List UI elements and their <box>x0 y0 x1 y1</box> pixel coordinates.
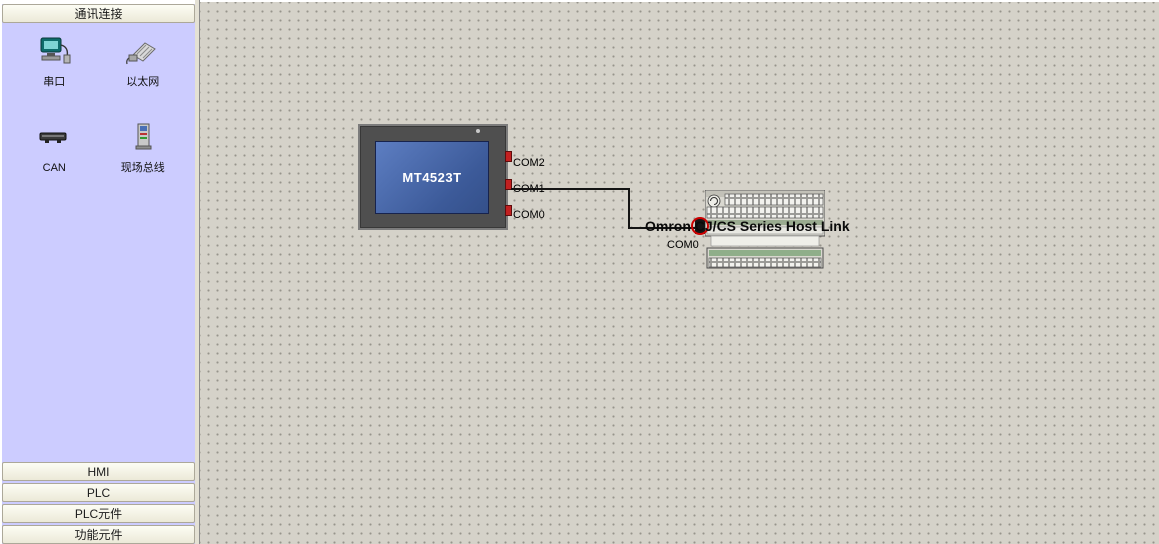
design-canvas[interactable]: MT4523T COM2 COM1 COM0 <box>200 2 1159 544</box>
section-header-communication[interactable]: 通讯连接 <box>2 4 195 23</box>
section-plc-parts-label: PLC元件 <box>74 507 123 521</box>
hmi-com0-label: COM0 <box>513 209 545 221</box>
plc-device[interactable] <box>704 189 826 270</box>
tool-can[interactable]: CAN <box>23 121 85 175</box>
section-hmi-label: HMI <box>87 464 110 479</box>
tool-ethernet-label: 以太网 <box>126 76 160 88</box>
hmi-com0-port[interactable] <box>505 205 512 216</box>
section-header-hmi[interactable]: HMI <box>2 462 195 481</box>
tool-serial-port[interactable]: 串口 <box>23 35 85 89</box>
tool-palette: 串口 以太网 <box>2 23 195 462</box>
tool-fieldbus-label: 现场总线 <box>120 162 165 175</box>
tool-fieldbus[interactable]: 现场总线 <box>112 121 174 175</box>
hmi-model-label: MT4523T <box>402 170 462 185</box>
hmi-com2-label: COM2 <box>513 157 545 169</box>
plc-driver-label: Omron CJ/CS Series Host Link <box>645 218 850 234</box>
plc-com0-label: COM0 <box>667 239 699 251</box>
hmi-device[interactable]: MT4523T <box>358 124 512 230</box>
fieldbus-icon <box>125 121 161 158</box>
hmi-com1-port[interactable] <box>505 179 512 190</box>
ethernet-icon <box>125 35 161 72</box>
section-function-parts-label: 功能元件 <box>74 528 123 542</box>
hmi-com2-port[interactable] <box>505 151 512 162</box>
tool-serial-port-label: 串口 <box>43 76 66 88</box>
connection-highlight-circle <box>691 217 709 235</box>
plc-rack-drawing <box>704 189 826 269</box>
serial-port-icon <box>36 35 72 72</box>
section-plc-label: PLC <box>86 485 111 500</box>
toolbox-sidebar: 通讯连接 串口 <box>2 4 195 544</box>
section-header-label: 通讯连接 <box>74 7 123 21</box>
hmi-screen: MT4523T <box>375 141 489 214</box>
tool-ethernet[interactable]: 以太网 <box>112 35 174 89</box>
wire-segment-horizontal-1[interactable] <box>511 188 630 190</box>
section-header-plc-parts[interactable]: PLC元件 <box>2 504 195 523</box>
accordion-sections: HMI PLC PLC元件 功能元件 <box>2 462 195 544</box>
section-header-function-parts[interactable]: 功能元件 <box>2 525 195 544</box>
sidebar-divider <box>195 0 200 544</box>
hmi-led <box>476 129 480 133</box>
tool-can-label: CAN <box>42 162 66 175</box>
wire-segment-horizontal-2[interactable] <box>628 227 696 229</box>
wire-segment-vertical[interactable] <box>628 188 630 229</box>
can-icon <box>36 121 72 158</box>
section-header-plc[interactable]: PLC <box>2 483 195 502</box>
